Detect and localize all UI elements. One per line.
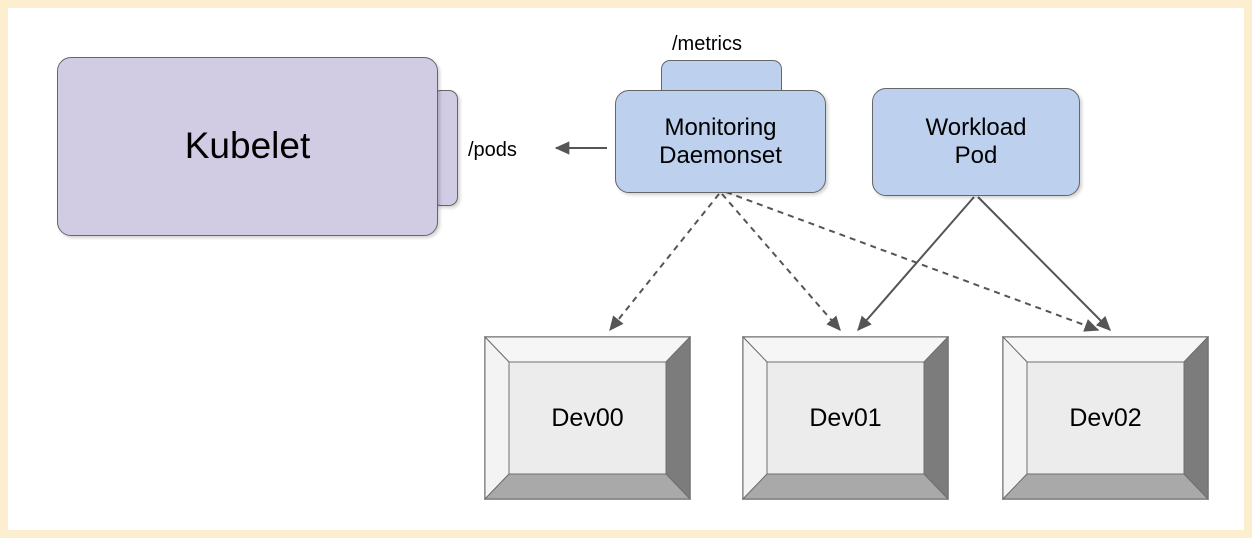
node-monitoring-daemonset[interactable]: Monitoring Daemonset [615, 90, 826, 193]
edge-workload-to-dev02 [977, 196, 1111, 331]
workload-pod-label: Workload Pod [926, 114, 1027, 170]
monitoring-daemonset-label-line1: Monitoring [664, 113, 777, 141]
dev02-bevel-shape [1002, 336, 1209, 500]
edge-label-metrics: /metrics [672, 33, 742, 55]
dev01-bevel-shape [742, 336, 949, 500]
workload-pod-label-line2: Pod [954, 142, 998, 169]
node-kubelet[interactable]: Kubelet [57, 57, 438, 236]
node-dev02[interactable]: Dev02 [1002, 336, 1209, 500]
dev00-bevel-shape [484, 336, 691, 500]
edge-label-pods: /pods [468, 139, 517, 161]
edge-monitoring-to-dev01 [721, 193, 841, 332]
diagram-canvas: Kubelet /pods /metrics Monitoring Daemon… [8, 8, 1244, 530]
edge-workload-to-dev01 [857, 196, 975, 332]
edge-monitoring-to-dev00 [609, 193, 720, 332]
kubelet-label: Kubelet [184, 125, 311, 167]
node-dev01[interactable]: Dev01 [742, 336, 949, 500]
edge-monitoring-to-dev02 [725, 191, 1100, 332]
workload-pod-label-line1: Workload [925, 114, 1027, 142]
node-workload-pod[interactable]: Workload Pod [872, 88, 1080, 196]
node-dev00[interactable]: Dev00 [484, 336, 691, 500]
monitoring-daemonset-label: Monitoring Daemonset [659, 114, 782, 170]
monitoring-daemonset-label-line2: Daemonset [659, 141, 782, 169]
